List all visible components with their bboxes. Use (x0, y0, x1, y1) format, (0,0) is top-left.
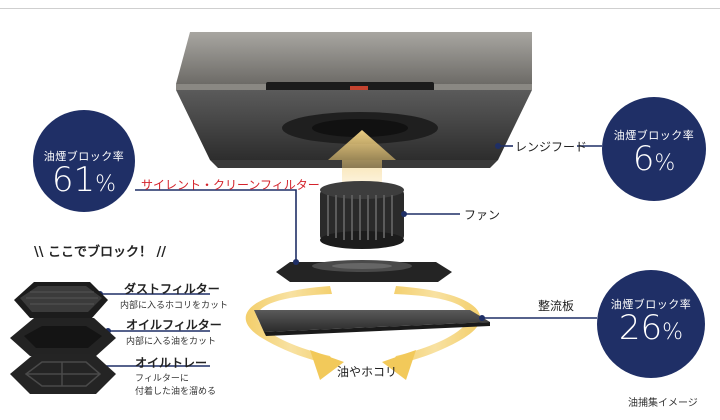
top-divider (0, 8, 720, 9)
leader-lines (100, 145, 602, 367)
oil-filter-layer (10, 318, 116, 356)
oil-dust-label: 油やホコリ (337, 365, 398, 379)
fan (320, 181, 404, 249)
oil-filter-name: オイルフィルター (126, 318, 222, 332)
oil-tray-name: オイルトレー (135, 356, 208, 370)
rectifier-plate (254, 310, 490, 336)
oil-filter-desc: 内部に入る油をカット (126, 337, 217, 347)
fan-label: ファン (464, 208, 501, 222)
image-caption: 油捕集イメージ (628, 398, 698, 409)
dust-filter-desc: 内部に入るホコリをカット (120, 301, 229, 311)
block-section-title: \\ ここでブロック！ // (34, 245, 167, 260)
silent-clean-filter (276, 260, 452, 282)
plate-block-rate-badge: 油煙ブロック率 26% (597, 270, 705, 378)
plate-block-rate-value: 26% (618, 308, 684, 348)
hood-block-rate-value: 6% (632, 139, 676, 179)
filter-block-rate-label: 油煙ブロック率 (43, 150, 125, 163)
filter-block-rate-value: 61% (51, 160, 117, 200)
plate-block-rate-label: 油煙ブロック率 (610, 298, 692, 311)
oil-tray-desc: フィルターに 付着した油を溜める (135, 374, 217, 397)
hood-block-rate-badge: 油煙ブロック率 6% (602, 97, 706, 201)
dust-filter-layer (14, 282, 108, 318)
dust-filter-name: ダストフィルター (124, 282, 220, 296)
upward-airflow-arrow (328, 130, 396, 186)
filter-name-label: サイレント・クリーンフィルター (141, 178, 320, 192)
swirl-airflow (245, 286, 481, 380)
range-hood (176, 32, 532, 168)
rectifier-label: 整流板 (538, 299, 575, 313)
filter-block-rate-badge: 油煙ブロック率 61% (33, 110, 135, 212)
oil-tray-layer (10, 354, 116, 394)
hood-block-rate-label: 油煙ブロック率 (613, 129, 695, 142)
range-hood-label: レンジフード (515, 140, 588, 154)
